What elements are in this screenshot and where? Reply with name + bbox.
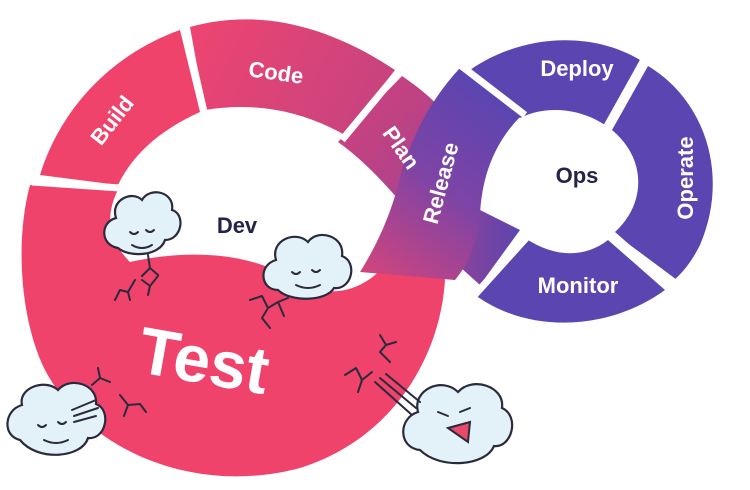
- deploy-label: Deploy: [540, 56, 614, 81]
- separator-line: [457, 62, 528, 118]
- operate-segment: [612, 66, 713, 282]
- smoke-cloud-icon: [262, 233, 353, 300]
- crack-icon: [91, 367, 147, 417]
- smoke-cloud-icon: [6, 381, 107, 456]
- separator-line: [609, 233, 681, 288]
- ops-hub-label: Ops: [556, 163, 599, 188]
- release-segment: [360, 68, 525, 280]
- separator-line: [339, 67, 403, 143]
- monitor-label: Monitor: [538, 273, 619, 298]
- build-segment: [40, 30, 200, 185]
- angry-cloud-icon: [374, 373, 514, 465]
- operate-label: Operate: [673, 136, 698, 219]
- crack-icon: [344, 334, 397, 393]
- separator-line: [180, 23, 208, 113]
- separator-line: [31, 178, 121, 192]
- separator-line: [469, 233, 531, 301]
- ops-hub: [507, 117, 633, 243]
- crack-icon: [249, 295, 289, 329]
- code-segment: [190, 19, 395, 135]
- dev-hub-label: Dev: [217, 213, 258, 238]
- smoke-cloud-icon: [103, 191, 182, 277]
- crack-icon: [114, 275, 159, 301]
- monitor-segment: [475, 238, 665, 323]
- separator-line: [602, 56, 649, 130]
